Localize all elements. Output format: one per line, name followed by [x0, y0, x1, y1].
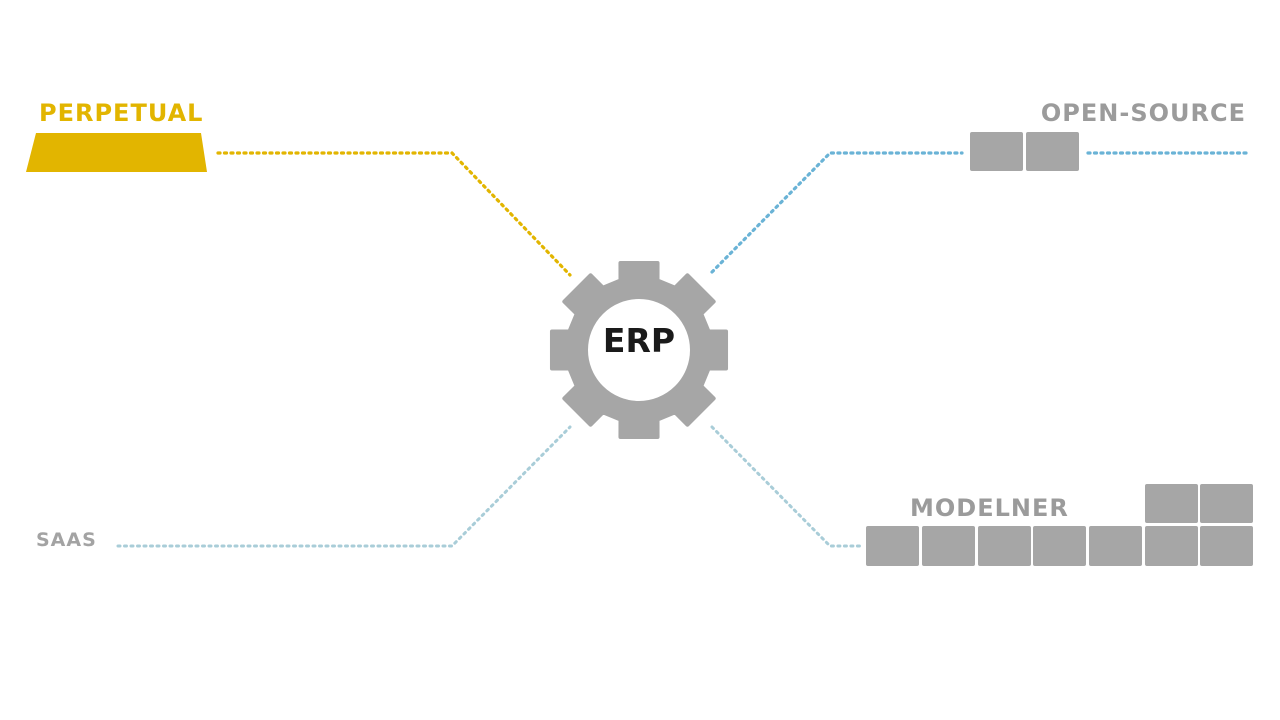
open-source-label: OPEN-SOURCE: [1041, 99, 1246, 127]
gear-icon: [549, 260, 729, 440]
modelner-block: [1145, 484, 1198, 523]
connector-saas: [116, 425, 572, 548]
perpetual-shape: [26, 133, 207, 172]
modelner-block: [866, 526, 919, 566]
erp-label: ERP: [603, 321, 675, 360]
modelner-block: [978, 526, 1031, 566]
modelner-blocks: [866, 484, 1253, 566]
open-source-blocks: [970, 132, 1079, 171]
modelner-block: [1200, 526, 1253, 566]
open-source-block: [1026, 132, 1079, 171]
connector-perpetual: [216, 151, 572, 277]
open-source-block: [970, 132, 1023, 171]
saas-label: SAAS: [36, 529, 97, 551]
connector-modelner: [710, 425, 862, 548]
modelner-block: [922, 526, 975, 566]
modelner-block: [1145, 526, 1198, 566]
gear-shape: [549, 260, 729, 440]
connector-open-source: [710, 151, 964, 274]
modelner-block: [1200, 484, 1253, 523]
perpetual-label: PERPETUAL: [39, 99, 203, 127]
modelner-label: MODELNER: [910, 494, 1069, 522]
modelner-block: [1033, 526, 1086, 566]
modelner-block: [1089, 526, 1142, 566]
